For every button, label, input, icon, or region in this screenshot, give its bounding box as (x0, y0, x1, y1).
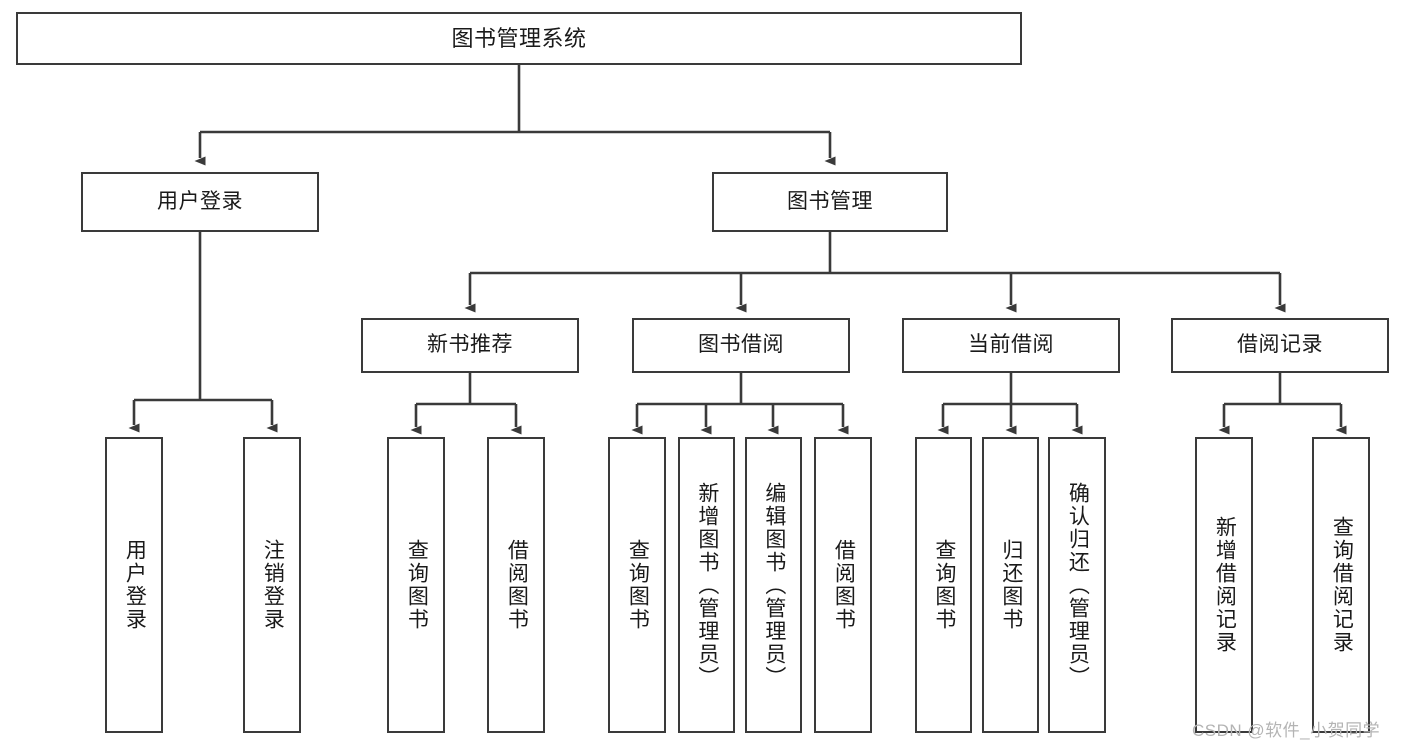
node-new-book-recommend[interactable]: 新书推荐 (361, 318, 579, 373)
node-leaf-user-login[interactable]: 用户登录 (105, 437, 163, 733)
node-book-borrow-label: 图书借阅 (698, 333, 784, 357)
node-leaf-add-book-admin-label: 新增图书（管理员） (695, 481, 719, 689)
node-leaf-add-borrow-record[interactable]: 新增借阅记录 (1195, 437, 1253, 733)
node-book-management[interactable]: 图书管理 (712, 172, 948, 232)
node-leaf-user-login-label: 用户登录 (123, 539, 147, 631)
node-leaf-query-borrow-record[interactable]: 查询借阅记录 (1312, 437, 1370, 733)
node-leaf-query-book-1[interactable]: 查询图书 (387, 437, 445, 733)
node-leaf-confirm-return-admin-label: 确认归还（管理员） (1066, 481, 1090, 689)
node-current-borrow[interactable]: 当前借阅 (902, 318, 1120, 373)
node-new-book-recommend-label: 新书推荐 (427, 333, 513, 357)
node-leaf-add-book-admin[interactable]: 新增图书（管理员） (678, 437, 735, 733)
node-user-login-label: 用户登录 (157, 189, 243, 213)
node-book-management-label: 图书管理 (787, 189, 873, 213)
node-leaf-query-borrow-record-label: 查询借阅记录 (1330, 516, 1354, 654)
node-borrow-records-label: 借阅记录 (1237, 333, 1323, 357)
node-leaf-user-logout-label: 注销登录 (261, 539, 285, 631)
node-leaf-user-logout[interactable]: 注销登录 (243, 437, 301, 733)
node-leaf-edit-book-admin[interactable]: 编辑图书（管理员） (745, 437, 802, 733)
node-leaf-query-book-2-label: 查询图书 (626, 539, 650, 631)
csdn-watermark: CSDN @软件_小贺同学 (1192, 721, 1381, 740)
node-borrow-records[interactable]: 借阅记录 (1171, 318, 1389, 373)
node-root-label: 图书管理系统 (451, 25, 587, 51)
node-leaf-edit-book-admin-label: 编辑图书（管理员） (762, 481, 786, 689)
node-root[interactable]: 图书管理系统 (16, 12, 1022, 65)
node-leaf-query-book-1-label: 查询图书 (405, 539, 429, 631)
node-leaf-borrow-book-1-label: 借阅图书 (505, 539, 529, 631)
node-user-login[interactable]: 用户登录 (81, 172, 319, 232)
node-leaf-query-book-3[interactable]: 查询图书 (915, 437, 972, 733)
node-leaf-borrow-book-2[interactable]: 借阅图书 (814, 437, 872, 733)
node-leaf-return-book-label: 归还图书 (999, 539, 1023, 631)
node-book-borrow[interactable]: 图书借阅 (632, 318, 850, 373)
node-leaf-query-book-2[interactable]: 查询图书 (608, 437, 666, 733)
node-leaf-add-borrow-record-label: 新增借阅记录 (1213, 516, 1237, 654)
node-leaf-confirm-return-admin[interactable]: 确认归还（管理员） (1048, 437, 1106, 733)
node-leaf-return-book[interactable]: 归还图书 (982, 437, 1039, 733)
node-leaf-query-book-3-label: 查询图书 (932, 539, 956, 631)
node-leaf-borrow-book-1[interactable]: 借阅图书 (487, 437, 545, 733)
node-current-borrow-label: 当前借阅 (968, 333, 1054, 357)
node-leaf-borrow-book-2-label: 借阅图书 (832, 539, 856, 631)
